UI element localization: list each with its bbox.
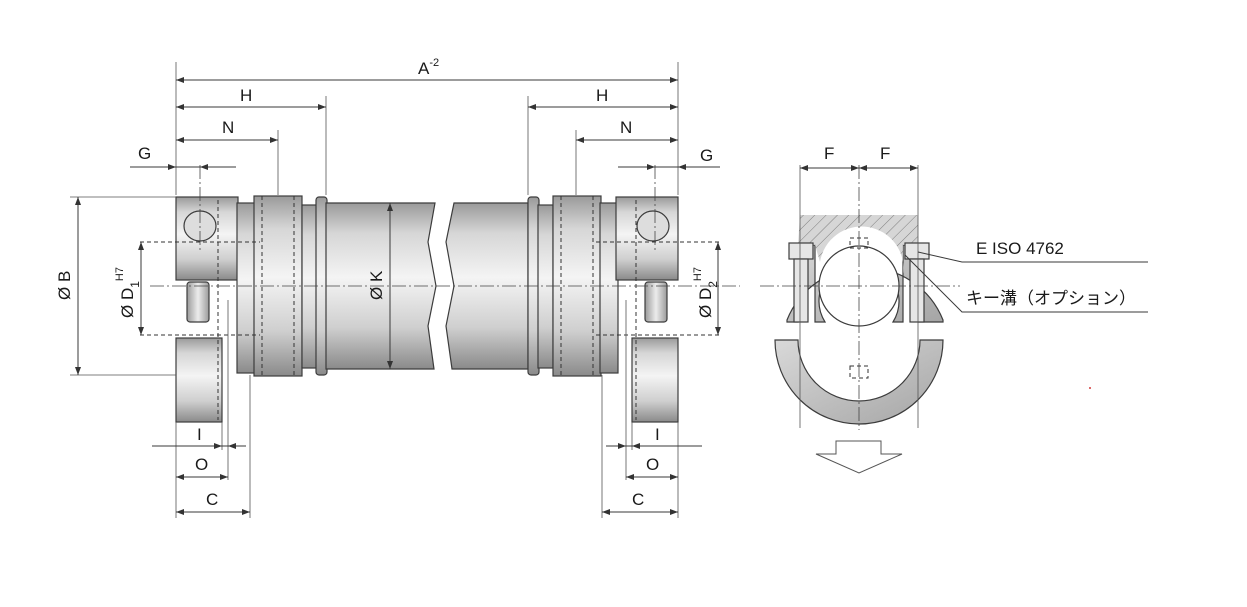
label-D1: Ø D1H7 — [114, 267, 142, 318]
right-screw-icon — [904, 242, 930, 260]
label-C-left: C — [206, 490, 218, 509]
right-screw-head-icon — [636, 210, 670, 242]
label-I-left: I — [197, 425, 202, 444]
down-arrow-icon — [815, 440, 903, 474]
label-N-right: N — [620, 118, 632, 137]
screw-annotation: E ISO 4762 — [976, 239, 1064, 258]
label-A: A-2 — [418, 57, 439, 78]
label-I-right: I — [655, 425, 660, 444]
lower-clamp-half — [774, 339, 944, 425]
end-view: F F E ISO 4762 キー溝（オプション） — [760, 144, 1148, 474]
left-screw-icon — [788, 242, 814, 260]
label-K: Ø K — [367, 270, 386, 300]
label-N-left: N — [222, 118, 234, 137]
left-hub — [175, 196, 256, 423]
label-C-right: C — [632, 490, 644, 509]
side-view: A-2 H N G H N G Ø B Ø D1H7 Ø D2H7 Ø K I … — [55, 57, 740, 518]
right-key — [644, 281, 668, 323]
label-B: Ø B — [55, 271, 74, 300]
label-D2: Ø D2H7 — [692, 267, 720, 318]
keyway-annotation: キー溝（オプション） — [966, 289, 1136, 308]
right-hub — [599, 196, 679, 423]
label-O-right: O — [646, 455, 659, 474]
label-O-left: O — [195, 455, 208, 474]
label-H-right: H — [596, 86, 608, 105]
label-H-left: H — [240, 86, 252, 105]
left-key — [186, 281, 210, 323]
label-F-left: F — [824, 144, 834, 163]
label-G-right: G — [700, 146, 713, 165]
label-G-left: G — [138, 144, 151, 163]
label-F-right: F — [880, 144, 890, 163]
